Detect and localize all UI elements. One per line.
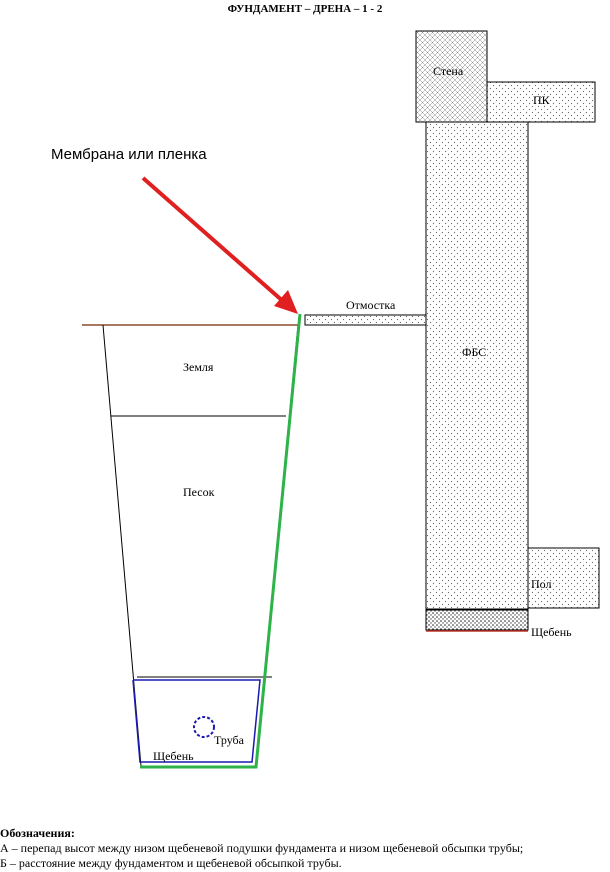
fbs-foundation [425, 121, 529, 610]
earth-label: Земля [183, 360, 214, 374]
foundation-gravel [425, 609, 529, 631]
trench-gravel-envelope [132, 679, 261, 763]
membrane-callout: Мембрана или пленка [51, 146, 207, 163]
otmostka-slab [304, 314, 427, 326]
legend-item-b: Б – расстояние между фундаментом и щебен… [0, 856, 342, 870]
membrane-line [140, 313, 302, 769]
callout-arrow-head [274, 290, 298, 314]
legend-item-a: А – перепад высот между низом щебеневой … [0, 841, 524, 855]
floor-label: Пол [531, 577, 552, 591]
callout-arrow-shaft [141, 176, 287, 305]
floor-slab [527, 547, 600, 609]
wall-block [415, 30, 488, 123]
legend: Обозначения: А – перепад высот между низ… [0, 826, 610, 871]
diagram-title: ФУНДАМЕНТ – ДРЕНА – 1 - 2 [228, 3, 383, 15]
foundation-gravel-label: Щебень [531, 625, 572, 639]
pk-label: ПК [533, 93, 551, 107]
trench-gravel-label: Щебень [153, 749, 194, 763]
pipe-label: Труба [214, 733, 245, 747]
pk-slab [486, 81, 596, 123]
drain-pipe [193, 716, 215, 738]
fbs-label: ФБС [462, 345, 486, 359]
legend-heading: Обозначения: [0, 826, 75, 840]
sand-label: Песок [183, 485, 215, 499]
wall-label: Стена [433, 64, 464, 78]
otmostka-label: Отмостка [346, 298, 396, 312]
